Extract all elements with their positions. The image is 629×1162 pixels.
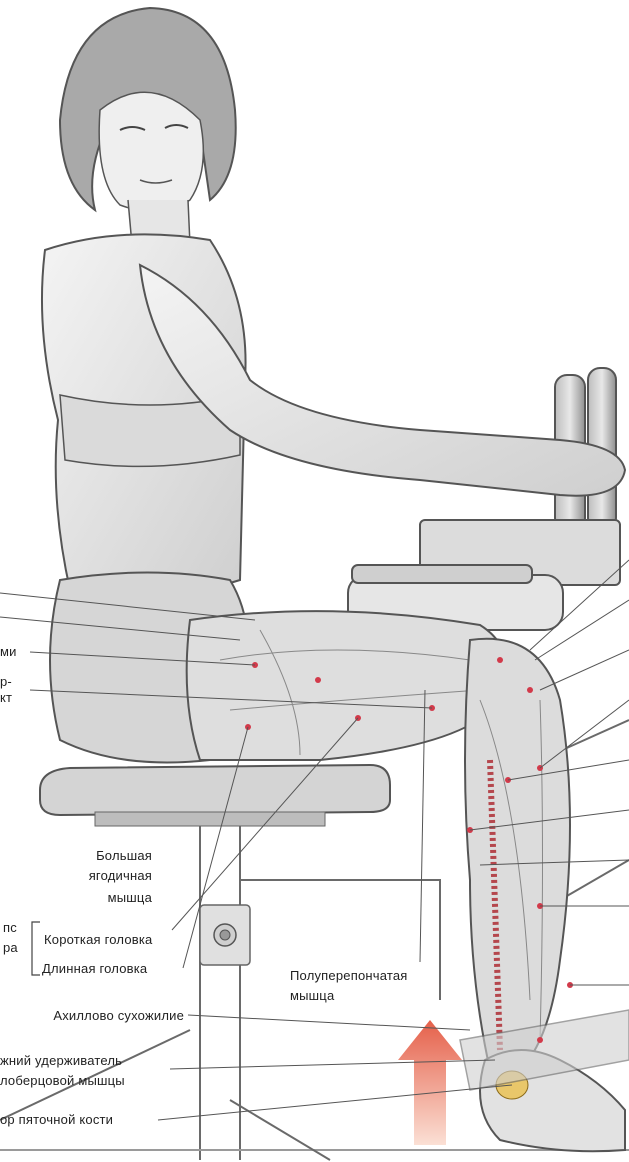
label-gluteus-line2: ягодичная (40, 868, 152, 884)
label-achilles-tendon: Ахиллово сухожилие (0, 1008, 184, 1024)
lower-leg (465, 639, 570, 1070)
knee-pad-assembly (348, 368, 620, 630)
label-short-head: Короткая головка (44, 932, 152, 948)
label-gluteus-line1: Большая (40, 848, 152, 864)
label-retinaculum-line2: лоберцовой мышцы (0, 1073, 125, 1089)
label-long-head: Длинная головка (42, 961, 147, 977)
thigh-muscles (187, 611, 507, 760)
label-left-partial-2: р- (0, 674, 12, 690)
label-left-partial-3: кт (0, 690, 12, 706)
face (99, 92, 203, 211)
push-arrow (398, 1020, 462, 1145)
label-gluteus-line3: мышца (40, 890, 152, 906)
biceps-bracket (32, 922, 40, 975)
label-biceps-partial-2: ра (3, 940, 18, 956)
label-left-partial-1: ми (0, 644, 17, 660)
label-calcaneus: ор пяточной кости (0, 1112, 113, 1128)
label-biceps-partial-1: пс (3, 920, 17, 936)
label-retinaculum-line1: жний удерживатель (0, 1053, 122, 1069)
machine-seat (40, 765, 390, 815)
label-semimembranosus-line2: мышца (290, 988, 334, 1004)
label-semimembranosus-line1: Полуперепончатая (290, 968, 408, 984)
